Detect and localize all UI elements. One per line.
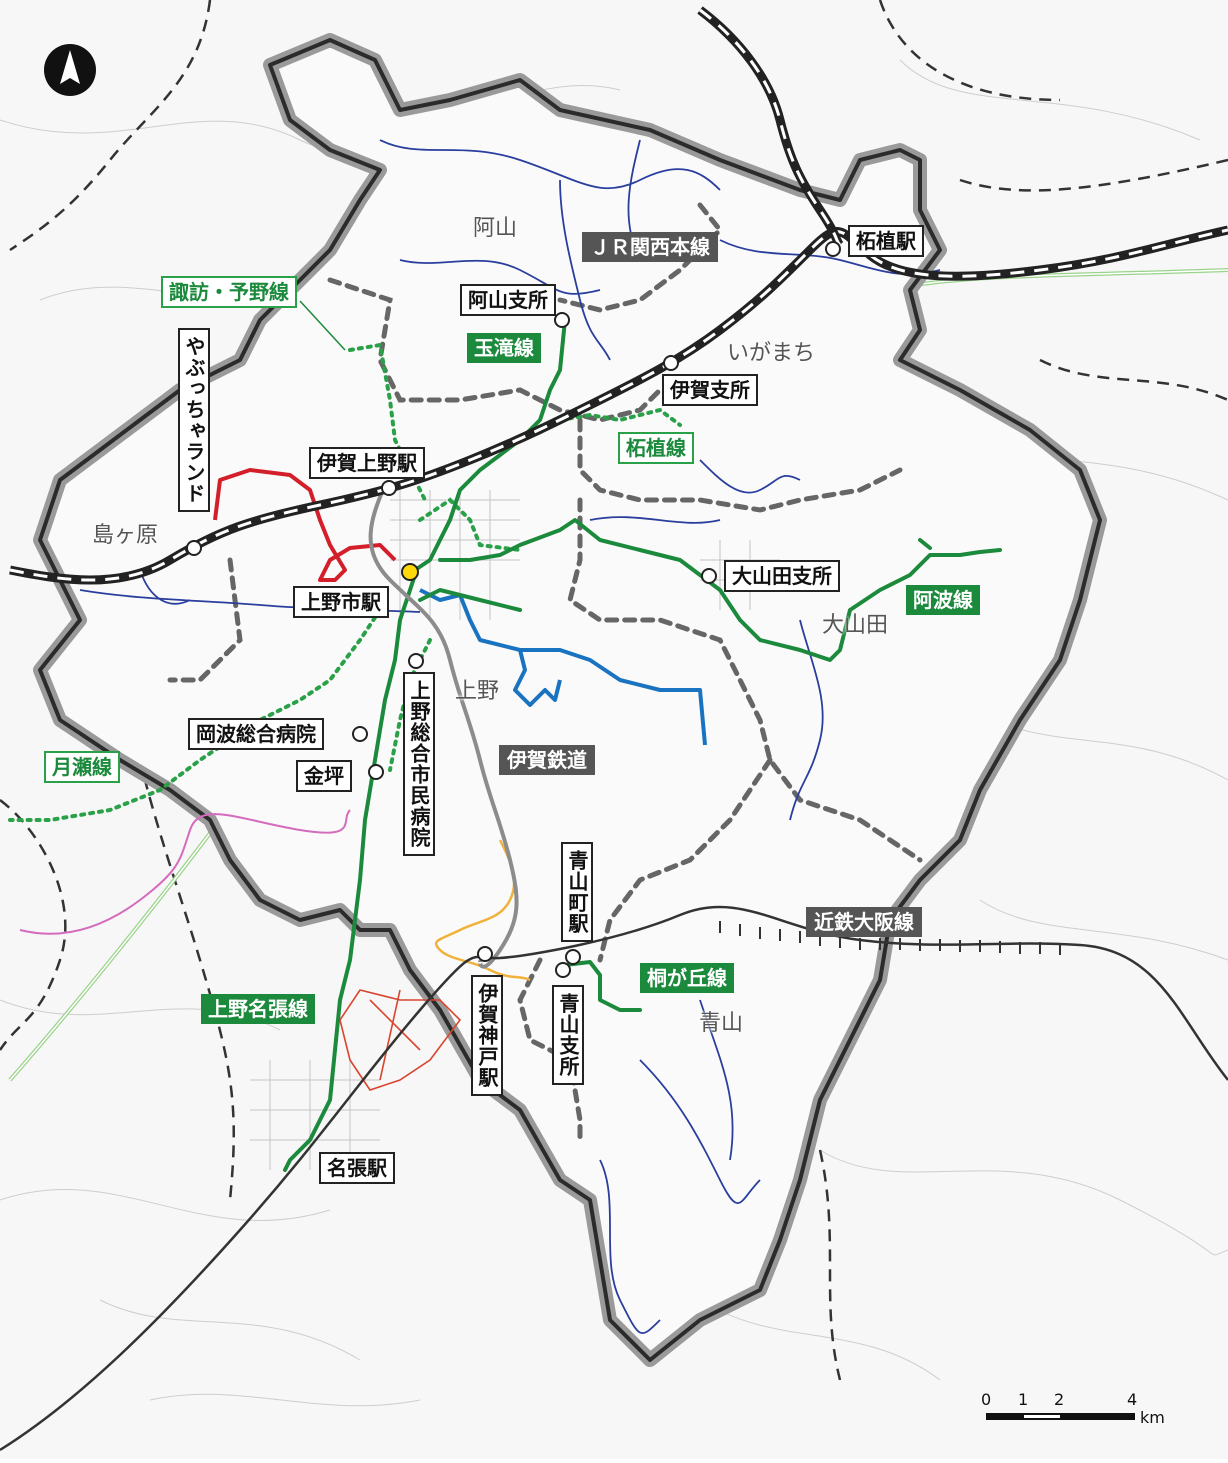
scale-tick-2: 2 xyxy=(1054,1390,1065,1409)
kanetsubo-marker xyxy=(368,764,384,780)
area-aoyama: 青山 xyxy=(699,1011,744,1036)
uenoshi-station-marker xyxy=(401,563,419,581)
scale-tick-4: 4 xyxy=(1127,1390,1138,1409)
facility-aoyama-branch[interactable]: 青山支所 xyxy=(552,985,584,1085)
iga-kambe-station-marker xyxy=(477,946,493,962)
station-uenoshi[interactable]: 上野市駅 xyxy=(293,586,389,618)
facility-yabucchaland[interactable]: やぶっちゃランド xyxy=(178,328,210,512)
station-iga-ueno[interactable]: 伊賀上野駅 xyxy=(309,447,425,479)
okanami-hospital-marker xyxy=(352,726,368,742)
shimagahara-marker xyxy=(186,540,202,556)
station-aoyamacho[interactable]: 青山町駅 xyxy=(561,842,593,942)
tsuge-station-marker xyxy=(825,241,841,257)
area-shimagahara: 島ヶ原 xyxy=(92,523,159,548)
railway-iga-tetsudo[interactable]: 伊賀鉄道 xyxy=(499,745,595,775)
oyamada-branch-marker xyxy=(701,568,717,584)
facility-kanetsubo[interactable]: 金坪 xyxy=(296,760,352,792)
railway-jr-kansai[interactable]: ＪＲ関西本線 xyxy=(582,232,718,262)
route-tamataki[interactable]: 玉滝線 xyxy=(467,333,541,363)
ayama-branch-marker xyxy=(554,312,570,328)
scale-tick-1: 1 xyxy=(1018,1390,1029,1409)
district-boundaries xyxy=(167,202,923,1143)
bus-routes xyxy=(283,318,1002,1172)
area-ueno: 上野 xyxy=(455,679,500,704)
station-nabari[interactable]: 名張駅 xyxy=(319,1152,395,1184)
route-awa[interactable]: 阿波線 xyxy=(906,585,980,615)
red-route xyxy=(213,468,397,582)
orange-route xyxy=(434,839,531,982)
area-oyamada: 大山田 xyxy=(822,613,889,638)
facility-ayama-branch[interactable]: 阿山支所 xyxy=(460,284,556,316)
markers xyxy=(186,241,841,978)
kintetsu-ticks xyxy=(719,921,1061,955)
route-suwa-yono[interactable]: 諏訪・予野線 xyxy=(161,276,297,308)
kintetsu-line xyxy=(0,905,1228,1452)
facility-okanami-hospital[interactable]: 岡波総合病院 xyxy=(188,718,324,750)
scale-bar xyxy=(986,1413,1135,1420)
aoyamacho-station-marker xyxy=(565,949,581,965)
iga-branch-marker xyxy=(663,355,679,371)
north-arrow xyxy=(44,44,96,96)
route-ueno-nabari[interactable]: 上野名張線 xyxy=(201,994,315,1024)
facility-iga-branch[interactable]: 伊賀支所 xyxy=(662,374,758,406)
red-nabari-route xyxy=(339,989,462,1091)
area-ayama: 阿山 xyxy=(473,216,518,241)
railway-kintetsu-osaka[interactable]: 近鉄大阪線 xyxy=(806,907,922,937)
station-tsuge[interactable]: 柘植駅 xyxy=(848,225,924,257)
iga-ueno-station-marker xyxy=(381,480,397,496)
city-boundary xyxy=(38,38,1102,1362)
facility-oyamada-branch[interactable]: 大山田支所 xyxy=(724,560,840,592)
north-arrow-icon xyxy=(44,44,96,96)
route-tsuge[interactable]: 柘植線 xyxy=(618,432,694,464)
scale-tick-0: 0 xyxy=(981,1390,992,1409)
pink-route xyxy=(19,809,351,935)
route-kirigaoka[interactable]: 桐が丘線 xyxy=(640,963,734,993)
area-igamachi: いがまち xyxy=(727,341,816,366)
facility-ueno-hospital[interactable]: 上野総合市民病院 xyxy=(403,672,435,856)
route-tsukigase[interactable]: 月瀬線 xyxy=(44,751,120,783)
aoyama-branch-marker xyxy=(555,962,571,978)
scale-unit: km xyxy=(1140,1408,1165,1427)
iga-railway xyxy=(368,484,519,969)
ueno-hospital-marker xyxy=(408,653,424,669)
station-iga-kambe[interactable]: 伊賀神戸駅 xyxy=(471,975,503,1096)
